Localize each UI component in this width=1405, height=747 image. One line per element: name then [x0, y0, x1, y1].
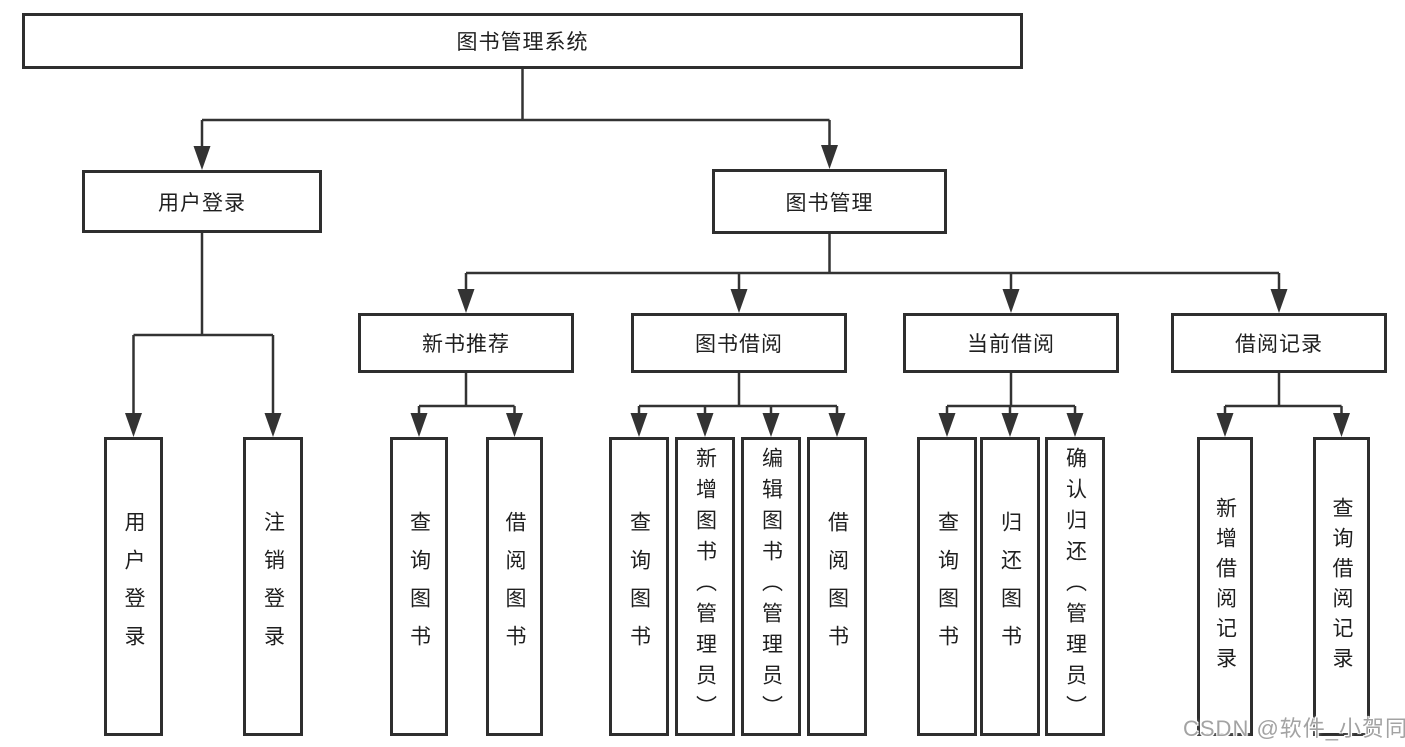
node-book-management: 图书管理: [712, 169, 947, 234]
watermark: CSDN @软件_小贺同学: [1183, 716, 1405, 741]
leaf-logout: 注销登录: [243, 437, 303, 736]
leaf-borrow-book-recommend: 借阅图书: [486, 437, 543, 736]
leaf-return-book: 归还图书: [980, 437, 1040, 736]
node-user-login: 用户登录: [82, 170, 322, 233]
root-node-library-system: 图书管理系统: [22, 13, 1023, 69]
node-current-borrow: 当前借阅: [903, 313, 1119, 373]
node-book-borrow: 图书借阅: [631, 313, 847, 373]
leaf-query-borrow-record: 查询借阅记录: [1313, 437, 1370, 736]
leaf-query-book-recommend: 查询图书: [390, 437, 448, 736]
leaf-query-book-current: 查询图书: [917, 437, 977, 736]
leaf-add-book-admin: 新增图书（管理员）: [675, 437, 735, 736]
leaf-edit-book-admin: 编辑图书（管理员）: [741, 437, 801, 736]
leaf-borrow-book: 借阅图书: [807, 437, 867, 736]
leaf-confirm-return-admin: 确认归还（管理员）: [1045, 437, 1105, 736]
node-borrow-records: 借阅记录: [1171, 313, 1387, 373]
leaf-query-book-borrow: 查询图书: [609, 437, 669, 736]
leaf-add-borrow-record: 新增借阅记录: [1197, 437, 1253, 736]
leaf-user-login: 用户登录: [104, 437, 163, 736]
node-new-book-recommend: 新书推荐: [358, 313, 574, 373]
